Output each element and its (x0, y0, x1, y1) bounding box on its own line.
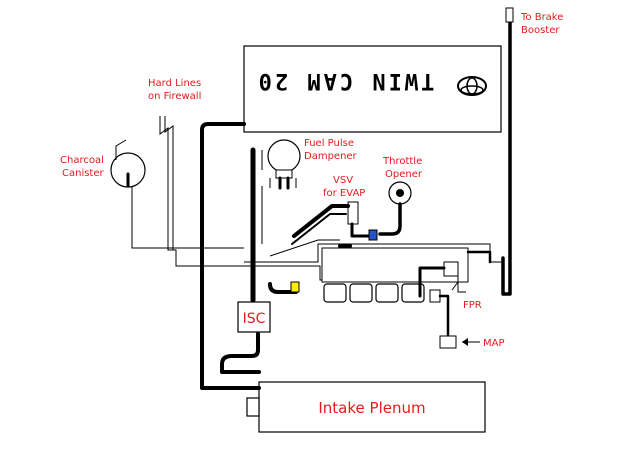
hose-diagonal (269, 239, 340, 257)
to-brake-booster-label-1: To Brake (520, 12, 563, 23)
isc-label: ISC (243, 311, 266, 327)
vsv-hose-3 (291, 213, 347, 245)
vsv-label-2: for EVAP (323, 188, 365, 199)
map-label: MAP (483, 338, 505, 349)
dampener-base (275, 169, 293, 179)
brake-booster-fitting (505, 7, 514, 23)
fpr-body (443, 261, 459, 277)
canister-line (131, 187, 244, 249)
brake-booster-line (501, 18, 512, 296)
intake-plenum-label: Intake Plenum (318, 399, 425, 417)
isc-hose (220, 332, 261, 374)
engine-cover-text-group: TWIN CAM 20 (256, 68, 435, 93)
vsv-hose-2 (350, 222, 374, 238)
map-tap (429, 289, 441, 303)
hard-line-2 (164, 116, 174, 250)
hard-lines-label-1: Hard Lines (148, 78, 201, 89)
toyota-logo-icon (457, 76, 487, 96)
fuel-pulse-dampener-icon (267, 139, 301, 173)
dampener-bracket (269, 178, 297, 188)
throttle-label-1: Throttle (382, 156, 422, 167)
map-sensor-icon (439, 335, 457, 349)
canister-fitting (115, 139, 127, 160)
left-vacuum-hose (200, 122, 261, 390)
fpr-label: FPR (463, 300, 482, 311)
fuel-rail-top (244, 243, 502, 263)
charcoal-label-2: Canister (62, 168, 105, 179)
hard-line-1 (159, 116, 244, 267)
brake-feed (466, 250, 492, 264)
charcoal-label-1: Charcoal (60, 155, 104, 166)
hard-lines-label-2: on Firewall (148, 91, 201, 102)
fpr-lead (457, 276, 466, 293)
vsv-hose-1 (292, 204, 350, 238)
injector-pods (323, 283, 425, 303)
intake-plenum-box (258, 381, 486, 433)
map-hose (438, 294, 450, 338)
throttle-opener-center (396, 189, 404, 197)
fuel-pulse-label-1: Fuel Pulse (304, 138, 354, 149)
fuel-pulse-label-2: Dampener (304, 151, 358, 162)
fpr-arrow (451, 281, 459, 291)
vsv-label-1: VSV (333, 175, 353, 186)
yellow-fitting (290, 281, 300, 293)
to-brake-booster-label-2: Booster (521, 25, 560, 36)
throttle-opener-hose (378, 202, 402, 236)
throttle-label-2: Opener (385, 169, 423, 180)
vsv-fitting (368, 229, 378, 241)
isc-side-hose (268, 282, 298, 294)
intake-plenum-flange (246, 397, 260, 417)
engine-cover-text: TWIN CAM 20 (256, 68, 435, 93)
isc-box (237, 301, 271, 333)
map-arrow-icon (462, 338, 468, 346)
dampener-hose (278, 176, 290, 190)
fpr-hose (418, 266, 446, 298)
